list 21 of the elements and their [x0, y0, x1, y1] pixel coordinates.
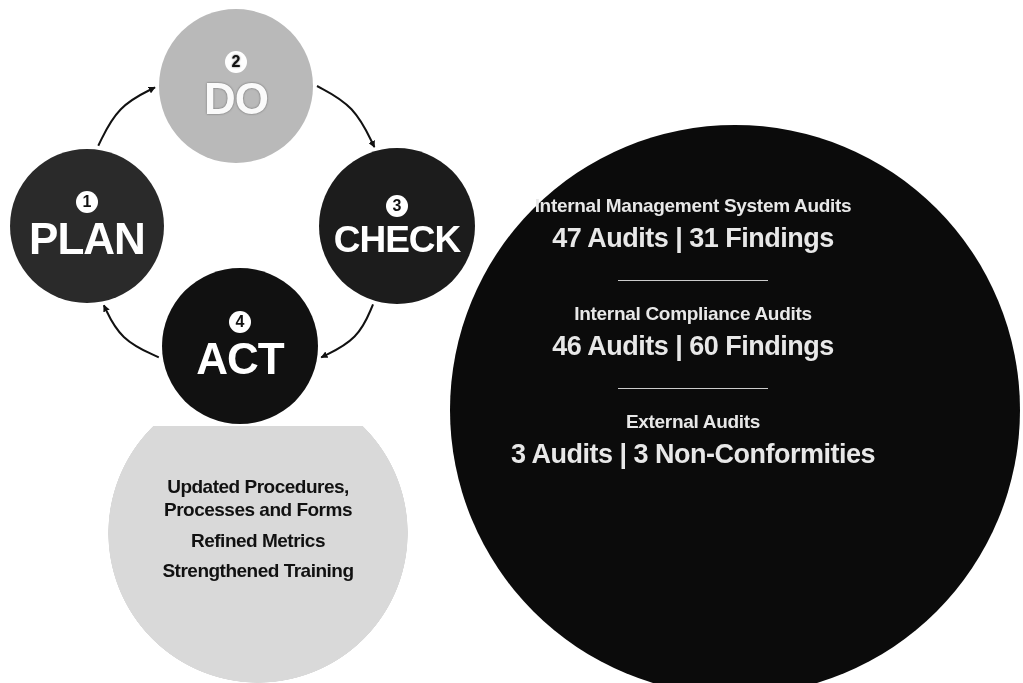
cycle-arrow	[316, 85, 376, 149]
cycle-arrow	[102, 304, 160, 359]
step-label: ACT	[196, 337, 284, 381]
audit-category: Internal Compliance Audits	[574, 302, 812, 325]
audit-count: 46 Audits | 60 Findings	[552, 330, 834, 362]
outcome-text: Refined Metrics	[191, 529, 325, 553]
audit-category: External Audits	[625, 410, 761, 433]
step-label: DO	[204, 77, 268, 121]
cycle-arrow	[320, 303, 375, 359]
step-number: 3	[386, 194, 408, 217]
audit-count: 3 Audits | 3 Non-Conformities	[510, 438, 876, 470]
step-number: 4	[229, 311, 251, 333]
step-number: 1	[76, 191, 98, 213]
step-number: 2	[225, 51, 247, 73]
step-label: PLAN	[29, 217, 145, 261]
outcome-text: Updated Procedures, Processes and Forms	[163, 475, 353, 522]
audit-count: 47 Audits | 31 Findings	[552, 222, 834, 254]
step-label: CHECK	[333, 220, 461, 258]
outcome-text: Strengthened Training	[162, 560, 354, 584]
cycle-arrow	[97, 86, 156, 147]
audit-category: Internal Management System Audits	[534, 194, 852, 217]
